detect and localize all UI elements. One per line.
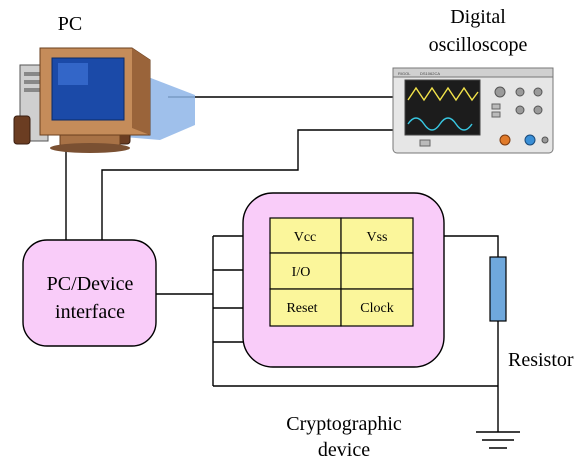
scope-trace-yellow: [407, 86, 479, 102]
pin-vss-label: Vss: [366, 230, 387, 245]
wire-scope-to-interface: [101, 129, 393, 240]
pc-device-interface: PC/Device interface: [22, 239, 157, 347]
scope-label-line1: Digital: [450, 6, 506, 28]
cryptographic-device: Vcc Vss I/O Reset Clock: [242, 192, 445, 368]
scope-input-ch1: [499, 134, 511, 146]
pin-vss: [340, 217, 414, 254]
scope-label-line2: oscilloscope: [429, 34, 528, 56]
pc-computer-icon: [13, 47, 195, 153]
pin-io-label: I/O: [292, 265, 311, 280]
device-label-line2: device: [318, 439, 370, 461]
interface-label-line1: PC/Device: [47, 273, 134, 295]
interface-box: [22, 239, 157, 347]
oscilloscope-icon: RIGOL DS1062CA: [392, 67, 554, 154]
pin-clock-label: Clock: [360, 301, 393, 316]
interface-label-line2: interface: [55, 301, 125, 323]
scope-trace-cyan: [407, 117, 473, 131]
scope-knob: [494, 86, 506, 98]
pc-speaker-left: [13, 115, 31, 145]
pin-empty: [340, 252, 414, 290]
pin-grid: [269, 217, 414, 327]
resistor-label: Resistor: [508, 349, 574, 371]
resistor-body: [489, 256, 507, 322]
pc-label: PC: [58, 13, 82, 35]
pin-vcc-label: Vcc: [294, 230, 317, 245]
pin-clock: [340, 288, 414, 327]
device-label-line1: Cryptographic: [286, 413, 402, 435]
scope-input-ch2: [524, 134, 536, 146]
scope-model: DS1062CA: [420, 71, 440, 76]
pin-reset-label: Reset: [286, 301, 317, 316]
scope-brand: RIGOL: [398, 71, 411, 76]
